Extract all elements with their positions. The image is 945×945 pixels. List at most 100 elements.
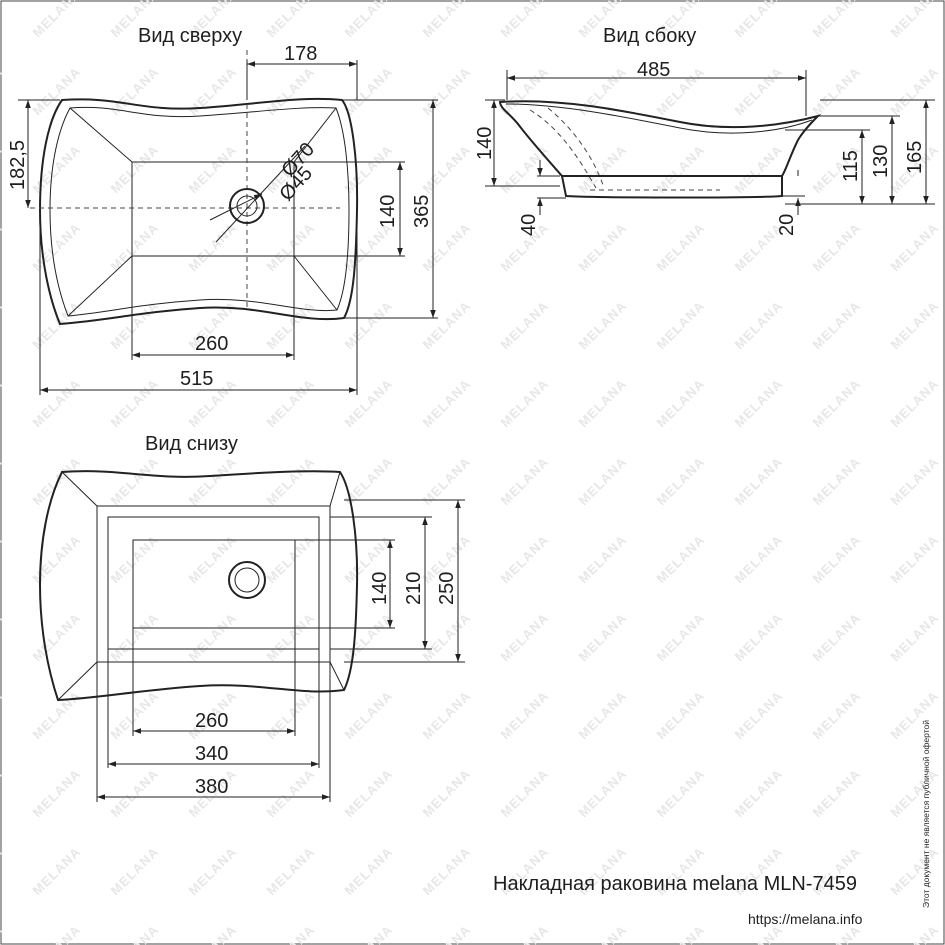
watermark-text: MELANA xyxy=(108,844,162,898)
watermark-text: MELANA xyxy=(576,532,630,586)
watermark-text: MELANA xyxy=(108,454,162,508)
top-view-title: Вид сверху xyxy=(138,25,242,47)
watermark-text: MELANA xyxy=(342,0,396,40)
watermark-text: MELANA xyxy=(264,220,318,274)
watermark-text: MELANA xyxy=(498,610,552,664)
watermark-text: MELANA xyxy=(810,64,864,118)
watermark-text: MELANA xyxy=(420,64,474,118)
watermark-text: MELANA xyxy=(498,0,552,40)
watermark-text: MELANA xyxy=(0,922,6,945)
watermark-text: MELANA xyxy=(810,454,864,508)
watermark-text: MELANA xyxy=(498,532,552,586)
watermark-text: MELANA xyxy=(576,922,630,945)
watermark-text: MELANA xyxy=(264,688,318,742)
bottom-view-bowl-bottom xyxy=(132,539,296,629)
watermark-text: MELANA xyxy=(576,766,630,820)
watermark-text: MELANA xyxy=(498,454,552,508)
watermark-text: MELANA xyxy=(888,922,942,945)
top-view-outer-contour xyxy=(38,97,359,326)
dim-top-365: 365 xyxy=(411,195,433,228)
dim-side-140: 140 xyxy=(474,127,496,160)
watermark-text: MELANA xyxy=(108,922,162,945)
watermark-text: MELANA xyxy=(888,0,942,40)
watermark-text: MELANA xyxy=(810,220,864,274)
watermark-text: MELANA xyxy=(888,454,942,508)
dim-side-20: 20 xyxy=(776,214,798,236)
watermark-text: MELANA xyxy=(342,376,396,430)
watermark-text: MELANA xyxy=(810,0,864,40)
side-view-hidden-interior xyxy=(529,109,597,189)
watermark-text: MELANA xyxy=(654,766,708,820)
dim-side-485: 485 xyxy=(637,59,670,81)
watermark-text: MELANA xyxy=(732,610,786,664)
side-view-hidden-interior xyxy=(547,107,605,189)
watermark-text: MELANA xyxy=(498,922,552,945)
watermark-text: MELANA xyxy=(342,142,396,196)
watermark-text: MELANA xyxy=(30,0,84,40)
watermark-text: MELANA xyxy=(498,298,552,352)
bottom-view-title: Вид снизу xyxy=(145,433,238,455)
top-view-bowl-bottom xyxy=(131,161,295,257)
watermark-text: MELANA xyxy=(732,532,786,586)
watermark-text: MELANA xyxy=(30,844,84,898)
watermark-text: MELANA xyxy=(654,220,708,274)
watermark-text: MELANA xyxy=(810,376,864,430)
website-url[interactable]: https://melana.info xyxy=(748,911,863,927)
watermark-text: MELANA xyxy=(30,142,84,196)
bevel-line xyxy=(293,255,338,311)
bottom-view-base-inner xyxy=(107,516,320,650)
watermark-text: MELANA xyxy=(186,142,240,196)
dim-bottom-140: 140 xyxy=(369,572,391,605)
watermark-text: MELANA xyxy=(342,610,396,664)
bottom-drain-outer-circle xyxy=(228,561,266,599)
dim-bottom-210: 210 xyxy=(403,572,425,605)
dim-side-130: 130 xyxy=(870,145,892,178)
watermark-text: MELANA xyxy=(30,376,84,430)
watermark-text: MELANA xyxy=(732,64,786,118)
product-caption: Накладная раковина melana MLN-7459 xyxy=(493,873,857,895)
watermark-text: MELANA xyxy=(108,142,162,196)
watermark-text: MELANA xyxy=(576,610,630,664)
bottom-drain-inner-circle xyxy=(234,567,260,593)
watermark-text: MELANA xyxy=(264,610,318,664)
watermark-text: MELANA xyxy=(576,142,630,196)
watermark-text: MELANA xyxy=(654,532,708,586)
dim-top-182-5: 182,5 xyxy=(7,140,29,190)
dim-bottom-340: 340 xyxy=(195,743,228,765)
dim-top-260: 260 xyxy=(195,333,228,355)
watermark-text: MELANA xyxy=(732,454,786,508)
watermark-text: MELANA xyxy=(264,454,318,508)
watermark-text: MELANA xyxy=(342,688,396,742)
watermark-text: MELANA xyxy=(30,298,84,352)
watermark-text: MELANA xyxy=(108,610,162,664)
watermark-text: MELANA xyxy=(888,220,942,274)
watermark-text: MELANA xyxy=(108,376,162,430)
watermark-text: MELANA xyxy=(654,922,708,945)
bottom-view: Вид снизу 140 210 250 260 xyxy=(38,433,465,802)
side-view-title: Вид сбоку xyxy=(603,25,696,47)
watermark-text: MELANA xyxy=(888,64,942,118)
watermark-text: MELANA xyxy=(186,610,240,664)
dim-top-515: 515 xyxy=(180,368,213,390)
watermark-text: MELANA xyxy=(420,922,474,945)
watermark-text: MELANA xyxy=(264,766,318,820)
watermark-text: MELANA xyxy=(888,376,942,430)
watermark-text: MELANA xyxy=(732,0,786,40)
dia-leader xyxy=(209,193,263,221)
watermark-text: MELANA xyxy=(420,844,474,898)
watermark-text: MELANA xyxy=(732,688,786,742)
watermark-text: MELANA xyxy=(420,376,474,430)
watermark-text: MELANA xyxy=(420,688,474,742)
watermark-text: MELANA xyxy=(30,220,84,274)
watermark-text: MELANA xyxy=(420,142,474,196)
dia-leader xyxy=(215,145,306,243)
drain-outer-circle xyxy=(229,188,265,224)
top-view-inner-contour xyxy=(49,106,350,317)
watermark-text: MELANA xyxy=(654,142,708,196)
watermark-text: MELANA xyxy=(888,298,942,352)
watermark-text: MELANA xyxy=(186,922,240,945)
watermark-text: MELANA xyxy=(108,688,162,742)
watermark-text: MELANA xyxy=(420,0,474,40)
watermark-text: MELANA xyxy=(654,610,708,664)
